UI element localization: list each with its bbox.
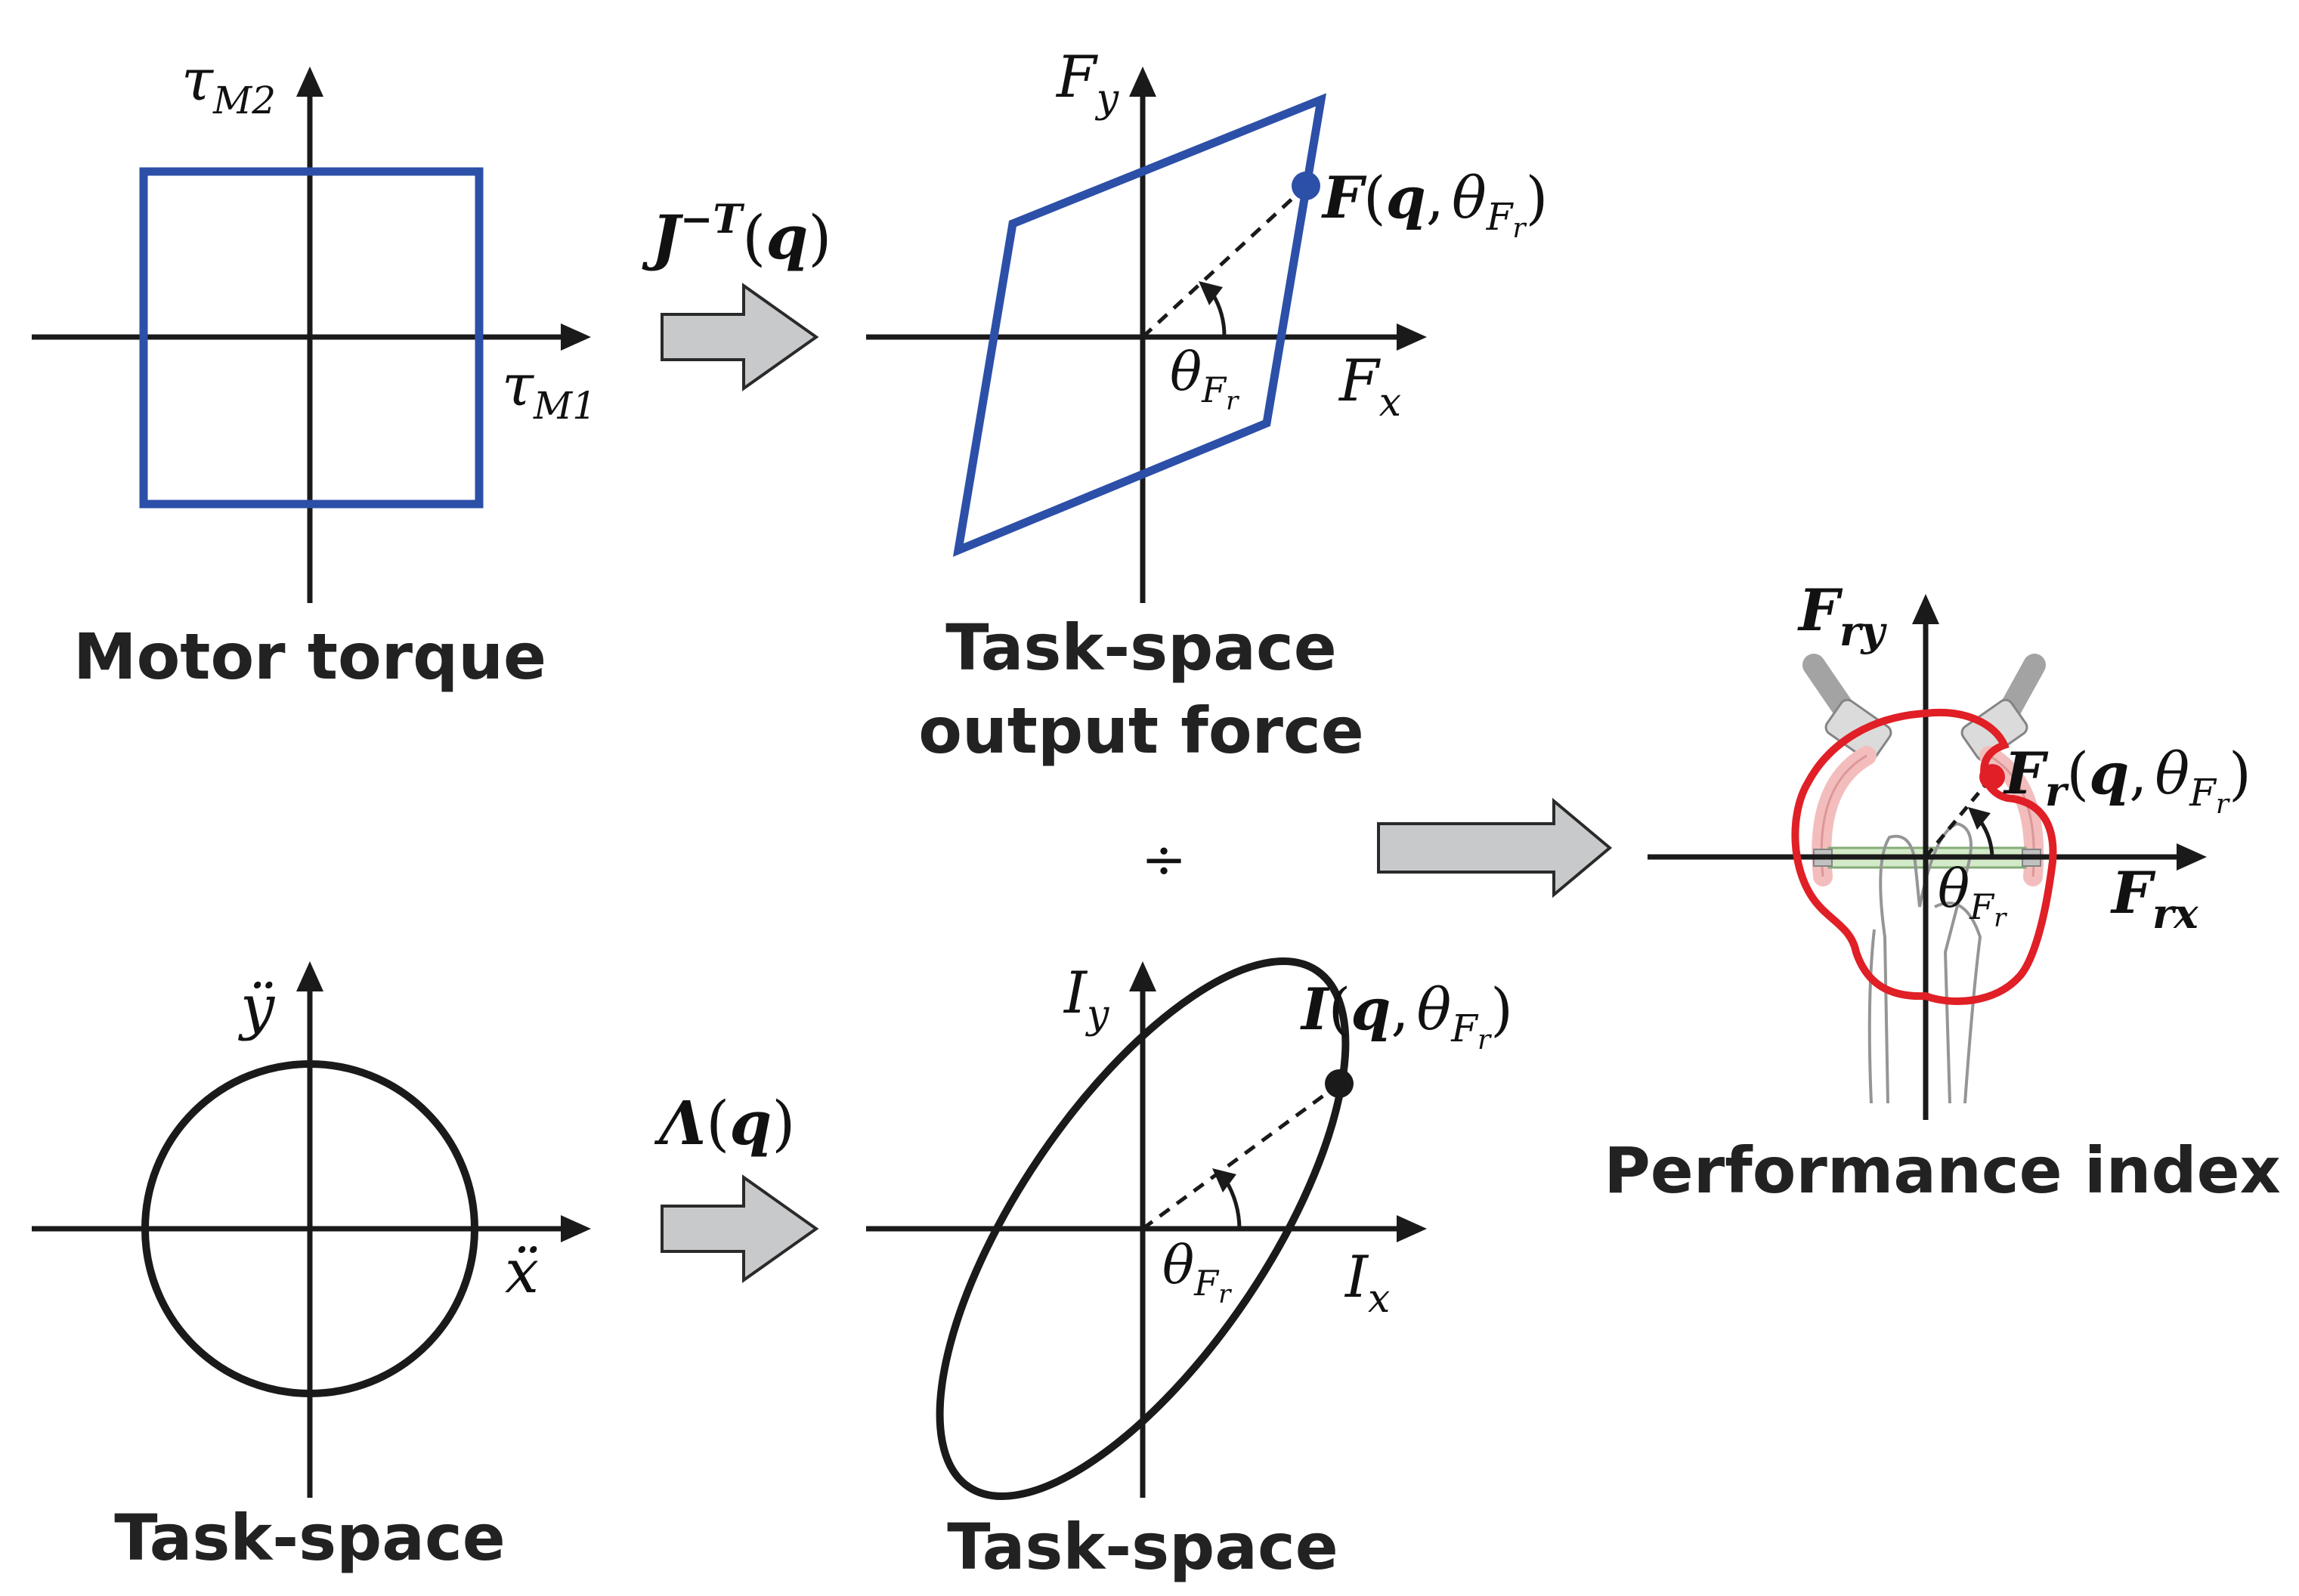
jacobian-block-arrow	[661, 283, 819, 391]
inertia-ellipse	[936, 957, 1350, 1500]
force-y-label: Fy	[1055, 43, 1119, 122]
inertia-angle-label: θFr	[1162, 1234, 1232, 1310]
performance-y-arrowhead	[1912, 594, 1939, 624]
inertia-angle-arrowhead	[1212, 1168, 1236, 1192]
force-polygon	[952, 93, 1327, 557]
panel-inertia: Iy Ix θFr I(q,θFr) Task-space	[866, 957, 1513, 1584]
inertia-block-arrow	[661, 1174, 819, 1283]
panel-performance-index: Fry Frx θFr Fr(q,θFr) Performance index	[1604, 577, 2281, 1208]
output-force-caption-line1: Task-space	[945, 611, 1336, 685]
motor-torque-caption: Motor torque	[73, 620, 546, 694]
performance-point-label: Fr(q,θFr)	[2003, 740, 2251, 820]
force-point-label: F(q,θFr)	[1321, 164, 1548, 244]
jacobian-label: J−T(q)	[642, 196, 832, 273]
inertia-angle-arc	[1224, 1179, 1242, 1229]
force-angle-label: θFr	[1170, 341, 1239, 416]
inertia-point-marker	[1325, 1069, 1354, 1098]
result-block-arrow	[1377, 797, 1613, 899]
accel-x-label: ẍ	[505, 1236, 539, 1307]
torque-y-label: τM2	[181, 46, 276, 122]
accel-y-arrowhead	[296, 961, 323, 991]
inertia-x-label: Ix	[1344, 1243, 1390, 1322]
inertia-transform-label: Λ(q)	[654, 1087, 795, 1158]
accel-x-arrowhead	[561, 1215, 591, 1242]
force-angle-arrowhead	[1199, 281, 1223, 305]
task-accel-caption: Task-space	[114, 1501, 505, 1575]
performance-angle-label: θFr	[1938, 858, 2007, 933]
torque-x-label: τM1	[502, 351, 596, 428]
torque-y-arrowhead	[296, 66, 323, 97]
panel-output-force: Fy Fx θFr F(q,θFr) Task-space output for…	[866, 43, 1548, 768]
inertia-transform: Λ(q)	[654, 1087, 819, 1283]
accel-y-label: ÿ	[238, 972, 276, 1042]
output-force-caption-line2: output force	[918, 694, 1363, 768]
panel-task-acceleration: ÿ ẍ Task-space	[32, 961, 591, 1575]
force-x-arrowhead	[1397, 323, 1427, 351]
jacobian-transform: J−T(q)	[642, 196, 832, 391]
divide-symbol: ÷	[1141, 827, 1187, 891]
torque-x-arrowhead	[561, 323, 591, 351]
inertia-point-label: I(q,θFr)	[1300, 976, 1513, 1056]
inertia-caption: Task-space	[947, 1510, 1338, 1584]
acceleration-circle	[141, 1060, 478, 1397]
performance-caption: Performance index	[1604, 1134, 2281, 1208]
performance-x-arrowhead	[2177, 843, 2207, 871]
performance-point-marker	[1979, 764, 2005, 790]
inertia-x-arrowhead	[1397, 1215, 1427, 1242]
performance-y-label: Fry	[1797, 577, 1887, 655]
force-direction-line	[1141, 186, 1306, 339]
force-point-marker	[1292, 172, 1320, 200]
panel-motor-torque: τM2 τM1 Motor torque	[32, 46, 596, 694]
inertia-y-arrowhead	[1129, 961, 1156, 991]
inertia-direction-line	[1141, 1083, 1339, 1231]
performance-angle-arrowhead	[1968, 807, 1991, 830]
performance-x-label: Frx	[2110, 859, 2198, 938]
force-angle-arc	[1210, 292, 1227, 338]
force-x-label: Fx	[1338, 347, 1401, 425]
force-y-arrowhead	[1129, 66, 1156, 97]
torque-limit-box	[139, 167, 484, 509]
inertia-y-label: Iy	[1063, 959, 1109, 1038]
